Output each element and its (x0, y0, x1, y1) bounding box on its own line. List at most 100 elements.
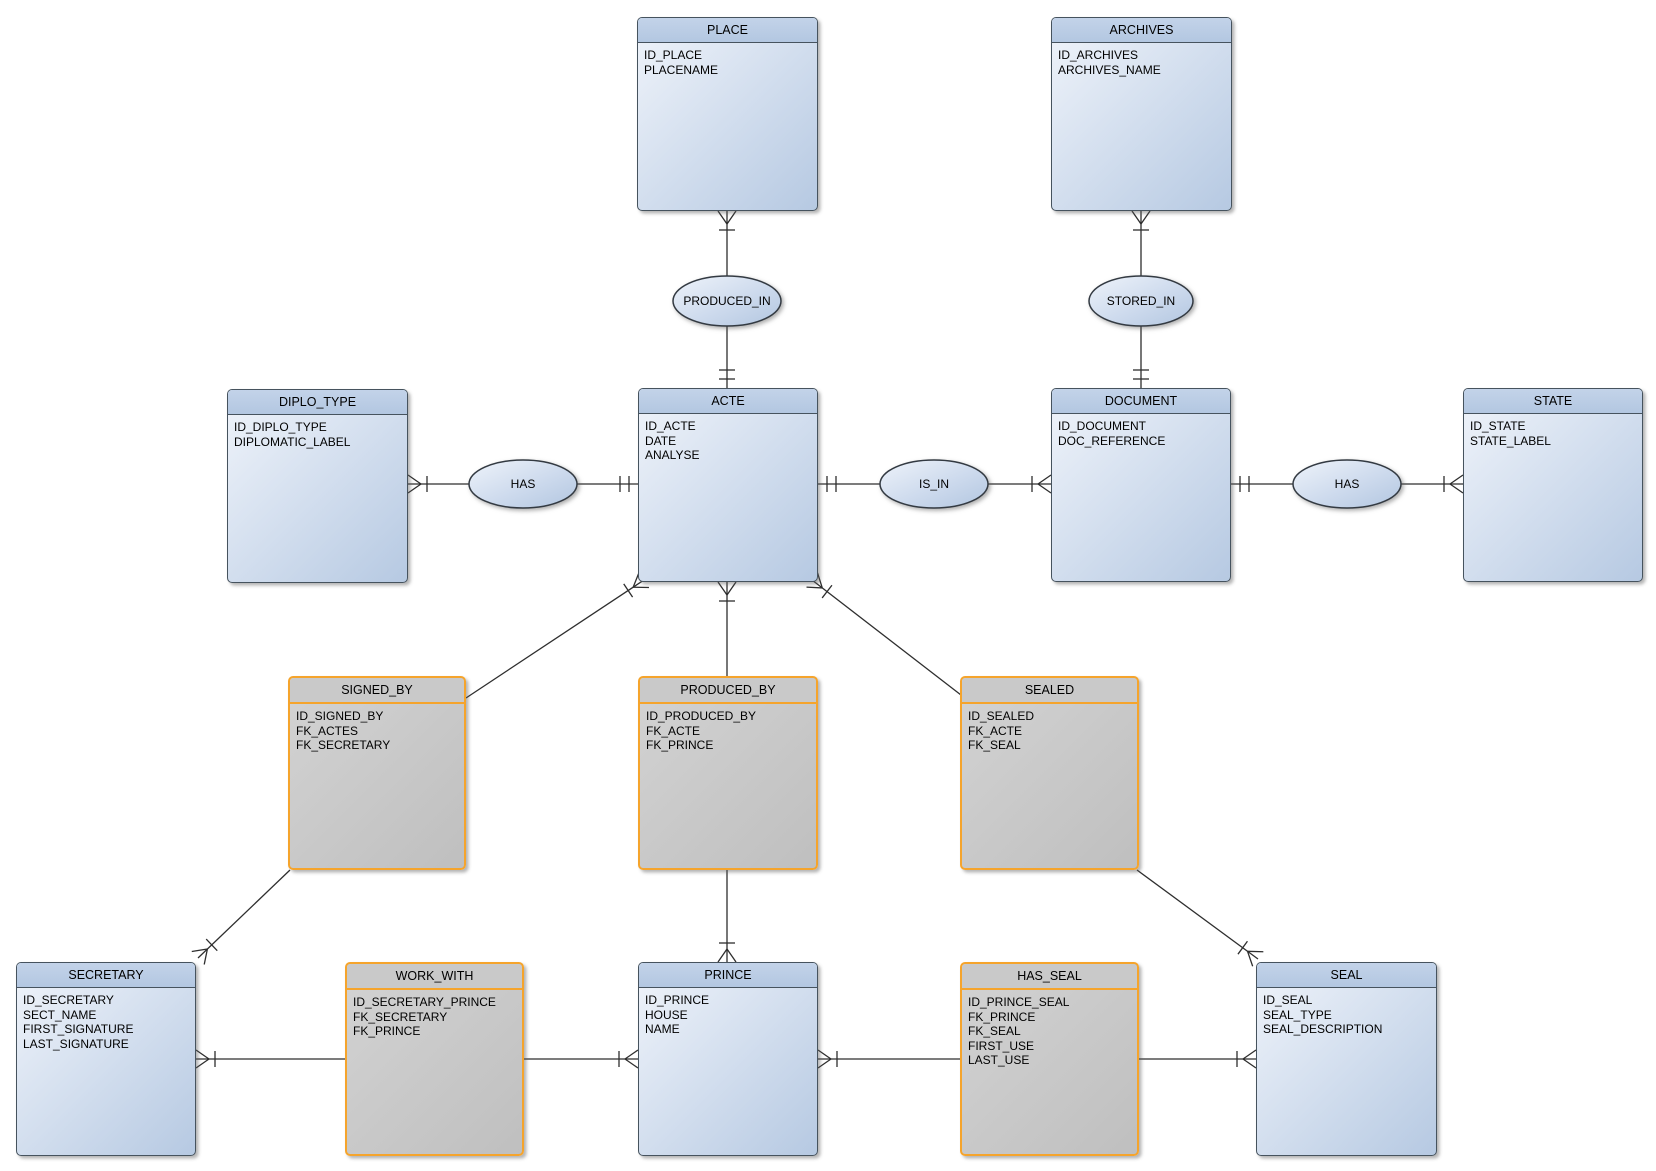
relationship-has[interactable]: HAS (1292, 459, 1402, 509)
edge-prince-work_with (524, 1049, 639, 1069)
attribute: FK_ACTE (968, 723, 1023, 738)
attribute: FK_SEAL (968, 738, 1021, 752)
attribute: DATE (645, 433, 677, 448)
attribute: ID_SIGNED_BY (296, 709, 384, 723)
attribute: ID_SECRETARY_PRINCE (353, 995, 496, 1009)
relationship-is_in[interactable]: IS_IN (879, 459, 989, 509)
edge-archives-stored_in (1131, 210, 1151, 276)
edge-state-has (1401, 474, 1464, 494)
relationship-ellipse[interactable] (672, 275, 782, 327)
edge-seal-sealed (1136, 869, 1264, 967)
attribute: ID_SEALED (968, 709, 1035, 723)
edge-acte-sealed (806, 572, 962, 696)
attribute: LAST_SIGNATURE (23, 1036, 129, 1051)
attribute: FK_PRINCE (353, 1024, 421, 1038)
table-title: ACTE (639, 389, 817, 414)
table-title: PRINCE (639, 963, 817, 988)
relationship-stored_in[interactable]: STORED_IN (1088, 275, 1194, 327)
edge-place-produced_in (717, 210, 737, 276)
table-title: STATE (1464, 389, 1642, 414)
attribute: STATE_LABEL (1470, 433, 1551, 448)
attribute: LAST_USE (968, 1053, 1030, 1067)
attribute: ANALYSE (645, 448, 700, 462)
attribute: FK_PRINCE (646, 738, 714, 752)
edge-document-has (1231, 476, 1293, 492)
attribute: ID_ARCHIVES (1058, 48, 1139, 62)
edge-acte-signed_by (465, 572, 649, 699)
table-title: PRODUCED_BY (640, 678, 816, 704)
attribute: ID_PRODUCED_BY (646, 709, 757, 723)
table-title: DOCUMENT (1052, 389, 1230, 414)
table-title: PLACE (638, 18, 817, 43)
relationship-label: HAS (511, 477, 536, 491)
attribute: FIRST_SIGNATURE (23, 1022, 134, 1036)
table-title: SEALED (962, 678, 1137, 704)
attribute: FK_SEAL (968, 1024, 1021, 1038)
relationship-label: PRODUCED_IN (683, 294, 770, 308)
attribute: ID_PLACE (644, 48, 703, 62)
relationship-ellipse[interactable] (879, 459, 989, 509)
edge-prince-has_seal (817, 1049, 960, 1069)
relationship-ellipse[interactable] (1292, 459, 1402, 509)
table-title: HAS_SEAL (962, 964, 1137, 990)
attribute: NAME (645, 1022, 680, 1036)
attribute: ID_SEAL (1263, 993, 1313, 1007)
edge-secretary-signed_by (191, 869, 291, 965)
edge-acte-is_in (818, 476, 880, 492)
attribute: FIRST_USE (968, 1038, 1035, 1053)
relationship-label: HAS (1335, 477, 1360, 491)
table-title: SECRETARY (17, 963, 195, 988)
attribute: DOC_REFERENCE (1058, 433, 1166, 448)
attribute: ID_ACTE (645, 419, 696, 433)
edge-acte-produced_by (717, 581, 737, 676)
edge-document-stored_in (1133, 326, 1149, 388)
attribute: FK_ACTE (646, 723, 701, 738)
table-title: DIPLO_TYPE (228, 390, 407, 415)
attribute: SEAL_TYPE (1263, 1007, 1332, 1022)
attribute: PLACENAME (644, 62, 719, 77)
attribute: ID_PRINCE_SEAL (968, 995, 1070, 1009)
relationship-label: STORED_IN (1107, 294, 1175, 308)
relationship-ellipse[interactable] (468, 459, 578, 509)
edge-document-is_in (988, 474, 1052, 494)
attribute: ARCHIVES_NAME (1058, 62, 1161, 77)
edge-secretary-work_with (195, 1049, 345, 1069)
edge-acte-has (577, 476, 638, 492)
attribute: DIPLOMATIC_LABEL (234, 434, 351, 449)
relationship-produced_in[interactable]: PRODUCED_IN (672, 275, 782, 327)
relationship-ellipse[interactable] (1088, 275, 1194, 327)
table-title: ARCHIVES (1052, 18, 1231, 43)
relationship-label: IS_IN (919, 477, 949, 491)
attribute: ID_PRINCE (645, 993, 710, 1007)
table-title: SIGNED_BY (290, 678, 464, 704)
relationship-has[interactable]: HAS (468, 459, 578, 509)
attribute: HOUSE (645, 1007, 688, 1022)
attribute: FK_ACTES (296, 723, 359, 738)
